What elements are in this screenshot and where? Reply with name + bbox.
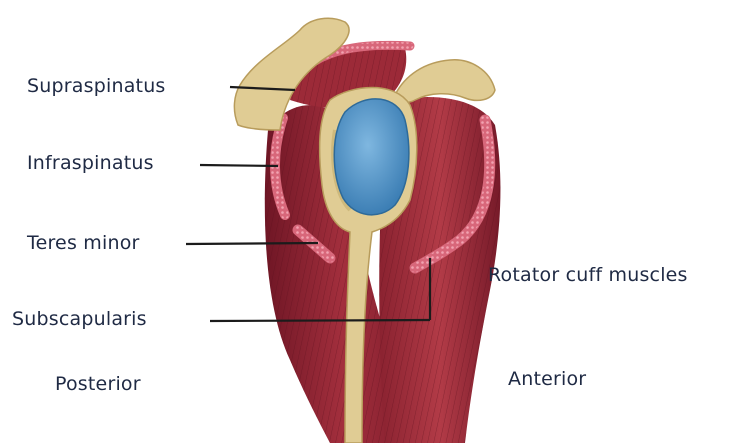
label-anterior: Anterior xyxy=(508,368,586,390)
leader-subscapularis xyxy=(210,320,430,321)
label-rotator-cuff-muscles: Rotator cuff muscles xyxy=(488,264,688,286)
label-posterior: Posterior xyxy=(55,373,141,395)
label-supraspinatus: Supraspinatus xyxy=(27,75,166,97)
leader-infraspinatus xyxy=(200,165,278,166)
glenoid-cartilage xyxy=(334,99,409,215)
leader-teres-minor xyxy=(186,243,318,244)
label-teres-minor: Teres minor xyxy=(27,232,140,254)
label-subscapularis: Subscapularis xyxy=(12,308,147,330)
label-infraspinatus: Infraspinatus xyxy=(27,152,154,174)
